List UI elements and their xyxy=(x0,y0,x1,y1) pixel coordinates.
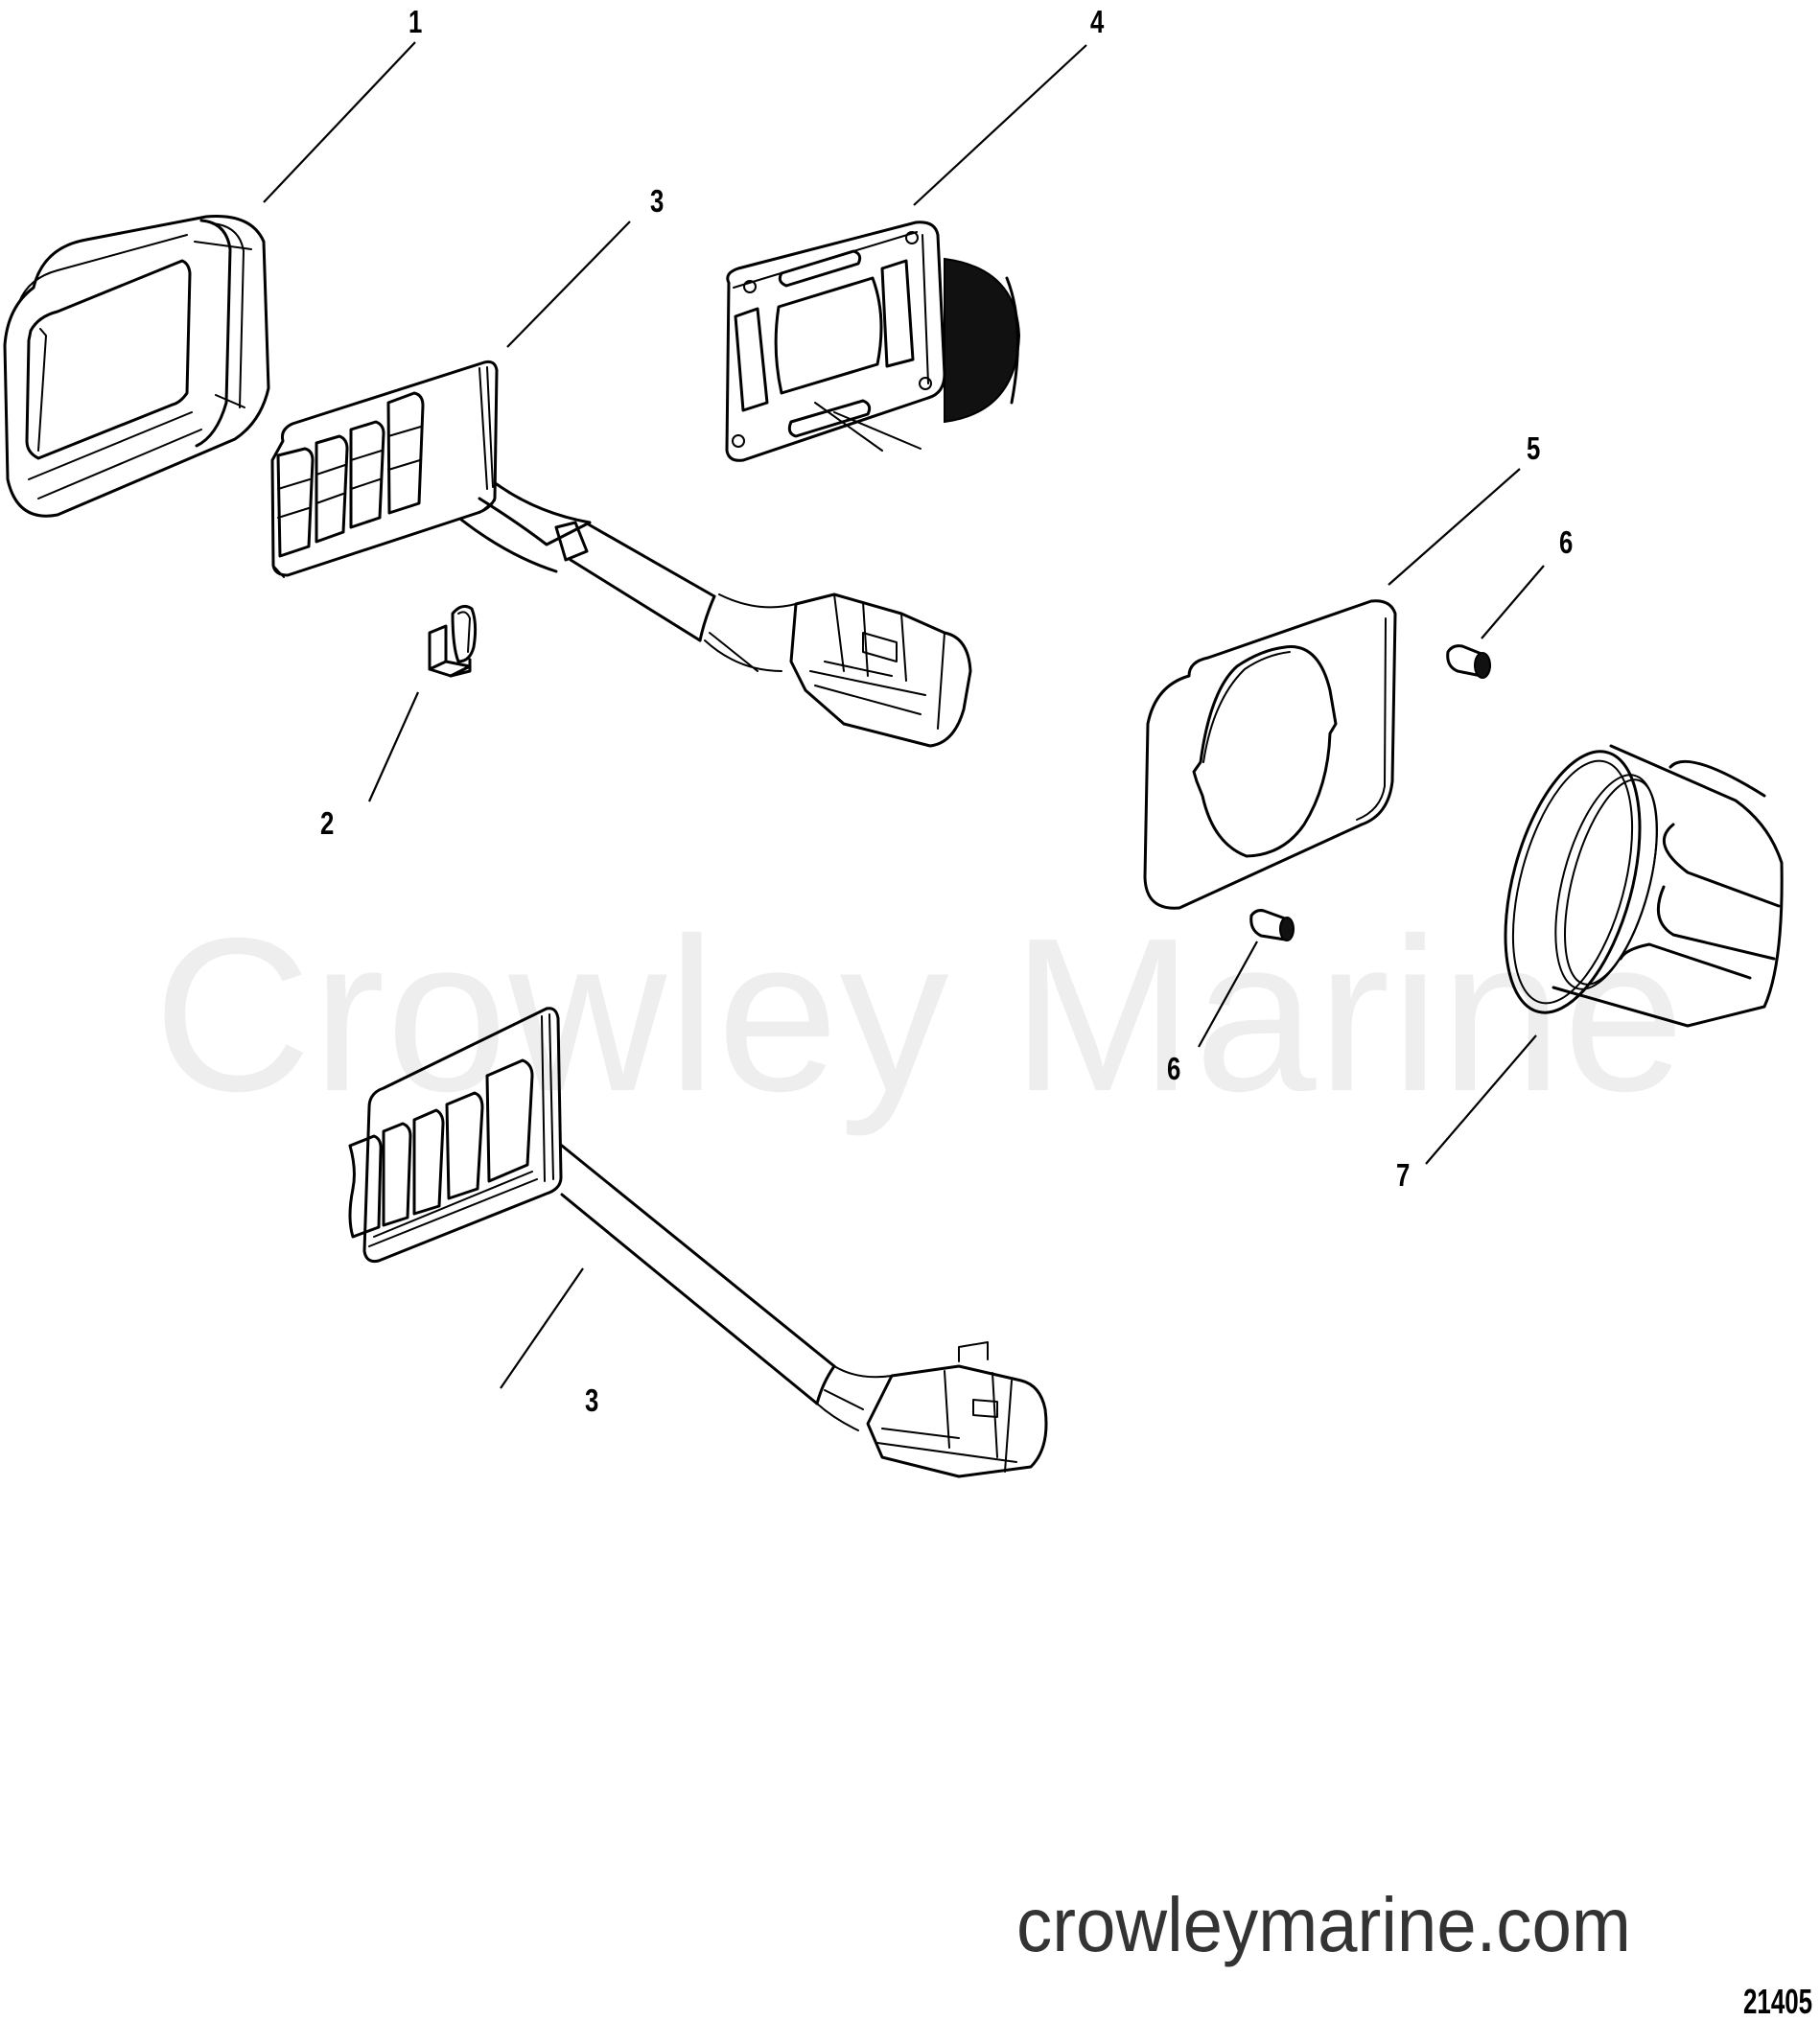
callout-6-top: 6 xyxy=(1559,524,1574,560)
callout-7: 7 xyxy=(1396,1157,1411,1193)
part-1-display-bezel xyxy=(3,215,270,518)
figure-number: 21405 xyxy=(1743,1982,1813,2021)
part-6-pin-plug-bottom xyxy=(1249,909,1295,941)
watermark: Crowley Marine xyxy=(153,894,1686,1137)
leader-line-4 xyxy=(913,44,1087,206)
leader-line-3b xyxy=(500,1267,584,1389)
callout-1: 1 xyxy=(408,4,423,39)
part-7-mounting-nut xyxy=(1504,744,1784,1028)
part-3-top-switch-panel xyxy=(270,360,972,748)
part-2-retaining-clip xyxy=(428,604,478,678)
leader-line-1 xyxy=(263,41,416,203)
callout-4: 4 xyxy=(1090,4,1105,39)
leader-line-7 xyxy=(1425,1034,1537,1165)
callout-5: 5 xyxy=(1527,430,1541,466)
leader-line-6a xyxy=(1481,565,1545,639)
callout-3-bottom: 3 xyxy=(585,1382,599,1418)
callout-3-top: 3 xyxy=(650,183,665,219)
leader-lines xyxy=(263,41,1545,1389)
leader-line-6b xyxy=(1198,941,1258,1048)
leader-line-5 xyxy=(1388,468,1521,586)
leader-line-2 xyxy=(367,691,420,802)
website-text: crowleymarine.com xyxy=(1016,1882,1631,1967)
part-6-pin-plug-top xyxy=(1446,644,1491,679)
callout-2: 2 xyxy=(320,805,335,841)
part-3-bottom-switch-panel xyxy=(348,1007,1048,1478)
part-5-mounting-gasket xyxy=(1143,599,1397,910)
part-4-gauge-housing xyxy=(725,221,1021,462)
callout-6-bottom: 6 xyxy=(1167,1051,1181,1086)
leader-line-3a xyxy=(506,221,631,348)
